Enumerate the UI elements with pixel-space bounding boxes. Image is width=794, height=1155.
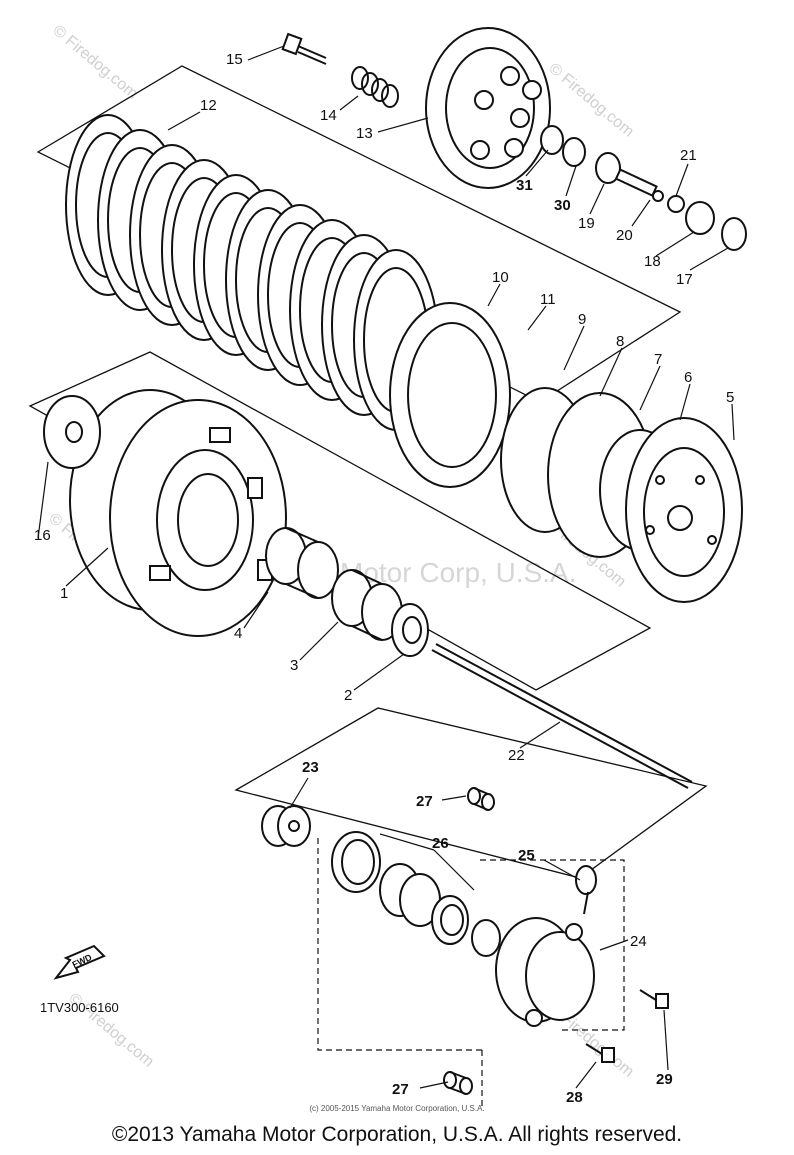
callout-12: 12 <box>200 97 217 114</box>
pressure-plate <box>425 27 551 189</box>
callout-2: 2 <box>344 687 352 704</box>
callout-31: 31 <box>516 177 533 194</box>
spacer <box>331 569 403 641</box>
callout-17: 17 <box>676 271 693 288</box>
fwd-arrow-icon: FWD <box>53 944 106 980</box>
callout-15: 15 <box>226 51 243 68</box>
callout-7: 7 <box>654 351 662 368</box>
callout-13: 13 <box>356 125 373 142</box>
slave-outline-dashed <box>480 859 625 1031</box>
callout-24: 24 <box>630 933 647 950</box>
dowel-pin <box>443 787 495 1095</box>
callout-1: 1 <box>60 585 68 602</box>
callout-26: 26 <box>432 835 449 852</box>
diagram-code: 1TV300-6160 <box>40 1000 119 1015</box>
clutch-housing <box>69 389 287 637</box>
copyright-footer: ©2013 Yamaha Motor Corporation, U.S.A. A… <box>111 1123 683 1146</box>
callout-21: 21 <box>680 147 697 164</box>
washer <box>391 603 429 657</box>
callout-28: 28 <box>566 1089 583 1106</box>
callout-30: 30 <box>554 197 571 214</box>
thrust-washer <box>43 395 101 469</box>
callout-27-top: 27 <box>416 793 433 810</box>
piston-kit <box>331 831 501 957</box>
small-credit: (c) 2005-2015 Yamaha Motor Corporation, … <box>309 1104 485 1113</box>
callout-9: 9 <box>578 311 586 328</box>
callout-11: 11 <box>540 291 556 308</box>
callout-16: 16 <box>34 527 51 544</box>
clutch-bolt <box>281 32 327 65</box>
callout-10: 10 <box>492 269 509 286</box>
bleed-screw <box>575 865 597 915</box>
callout-19: 19 <box>578 215 595 232</box>
needle-bearing <box>265 527 339 599</box>
callout-27-bottom: 27 <box>392 1081 409 1098</box>
slave-cylinder <box>495 917 595 1027</box>
callout-4: 4 <box>234 625 242 642</box>
watermark-text: © Firedog.com <box>49 22 140 103</box>
callout-5: 5 <box>726 389 734 406</box>
callout-14: 14 <box>320 107 337 124</box>
callout-22: 22 <box>508 747 525 764</box>
clutch-plate-stack <box>65 114 511 488</box>
oil-seal <box>261 805 311 847</box>
push-rod-parts <box>540 125 747 251</box>
callout-18: 18 <box>644 253 661 270</box>
leader-lines <box>37 45 735 1089</box>
callout-layer: 1 2 3 4 5 6 7 8 9 10 11 12 13 14 15 16 1… <box>34 51 734 1106</box>
slave-bolt <box>585 989 669 1063</box>
callout-20: 20 <box>616 227 633 244</box>
callout-25: 25 <box>518 847 535 864</box>
slave-outline-upper <box>234 707 708 879</box>
callout-23: 23 <box>302 759 319 776</box>
clutch-spring <box>351 66 399 108</box>
callout-29: 29 <box>656 1071 673 1088</box>
slave-outline-dashed <box>317 838 482 1051</box>
clutch-boss <box>500 387 743 603</box>
callout-6: 6 <box>684 369 692 386</box>
callout-3: 3 <box>290 657 298 674</box>
callout-8: 8 <box>616 333 624 350</box>
push-rod <box>431 643 693 789</box>
